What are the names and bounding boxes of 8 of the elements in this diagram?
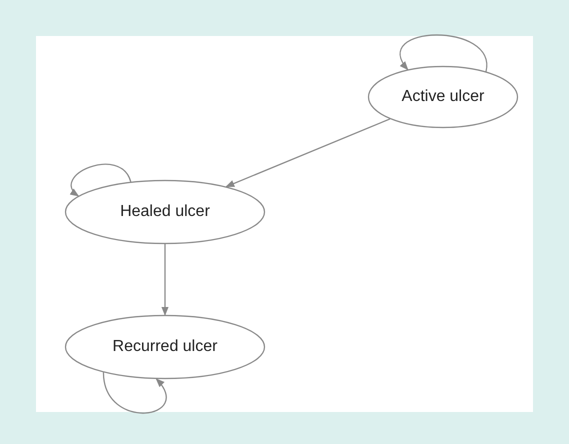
state-label: Recurred ulcer xyxy=(112,338,218,356)
arrow xyxy=(400,34,487,72)
state-label: Healed ulcer xyxy=(120,203,210,221)
arrow xyxy=(161,244,169,316)
arrow xyxy=(102,372,167,414)
arrow xyxy=(225,118,390,188)
arrow xyxy=(70,164,132,197)
state-label: Active ulcer xyxy=(402,88,484,106)
